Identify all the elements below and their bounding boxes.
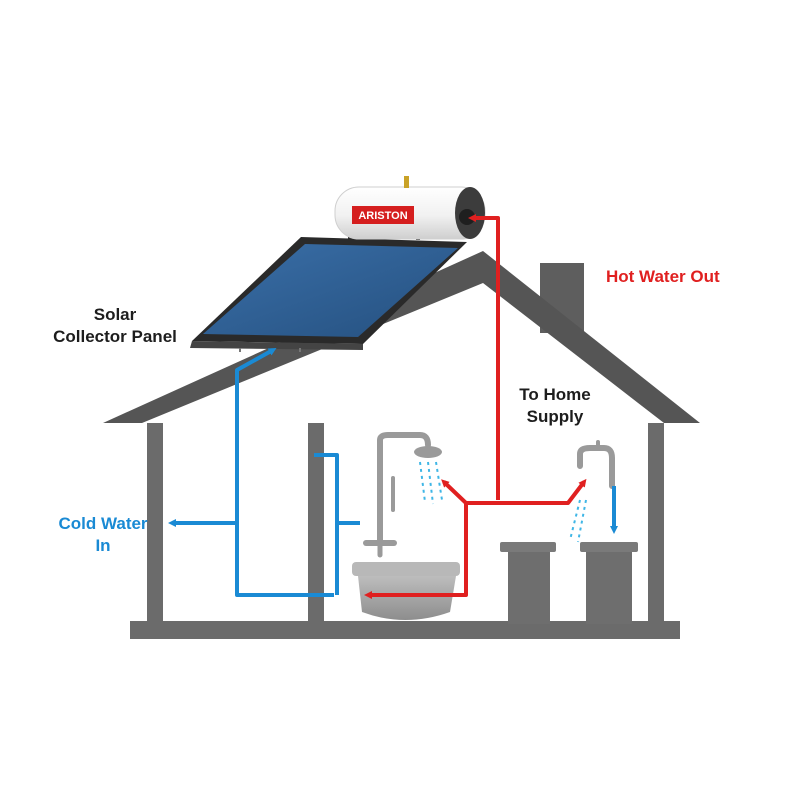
home-supply-line2: Supply (526, 407, 584, 426)
solar-collector-panel (190, 237, 467, 352)
solar-label-line2: Collector Panel (53, 327, 177, 346)
cold-water-pipes (168, 348, 618, 597)
tank-brand-text: ARISTON (358, 210, 407, 222)
shower-water-drops (419, 461, 443, 505)
sink-cabinet-left (500, 542, 556, 624)
cold-water-line2: In (95, 536, 111, 555)
home-supply-label: To Home Supply (500, 384, 610, 428)
water-storage-tank: ARISTON (334, 176, 486, 240)
cold-water-line1: Cold Water (58, 514, 148, 533)
bathtub (352, 562, 460, 620)
hot-water-pipes (364, 214, 587, 599)
home-supply-line1: To Home (519, 385, 591, 404)
solar-label-line1: Solar (93, 305, 137, 324)
hot-water-out-label: Hot Water Out (606, 267, 720, 286)
shower-fixture (363, 432, 442, 558)
solar-collector-panel-label: Solar Collector Panel (44, 304, 186, 348)
tank-brand-badge (352, 206, 414, 224)
sink-cabinet-right (580, 542, 638, 624)
cold-water-in-label: Cold Water In (44, 513, 162, 557)
house-walls (130, 423, 680, 639)
faucet-water-drops (569, 499, 587, 543)
house-roof (103, 251, 700, 423)
faucet-fixture (577, 440, 615, 489)
